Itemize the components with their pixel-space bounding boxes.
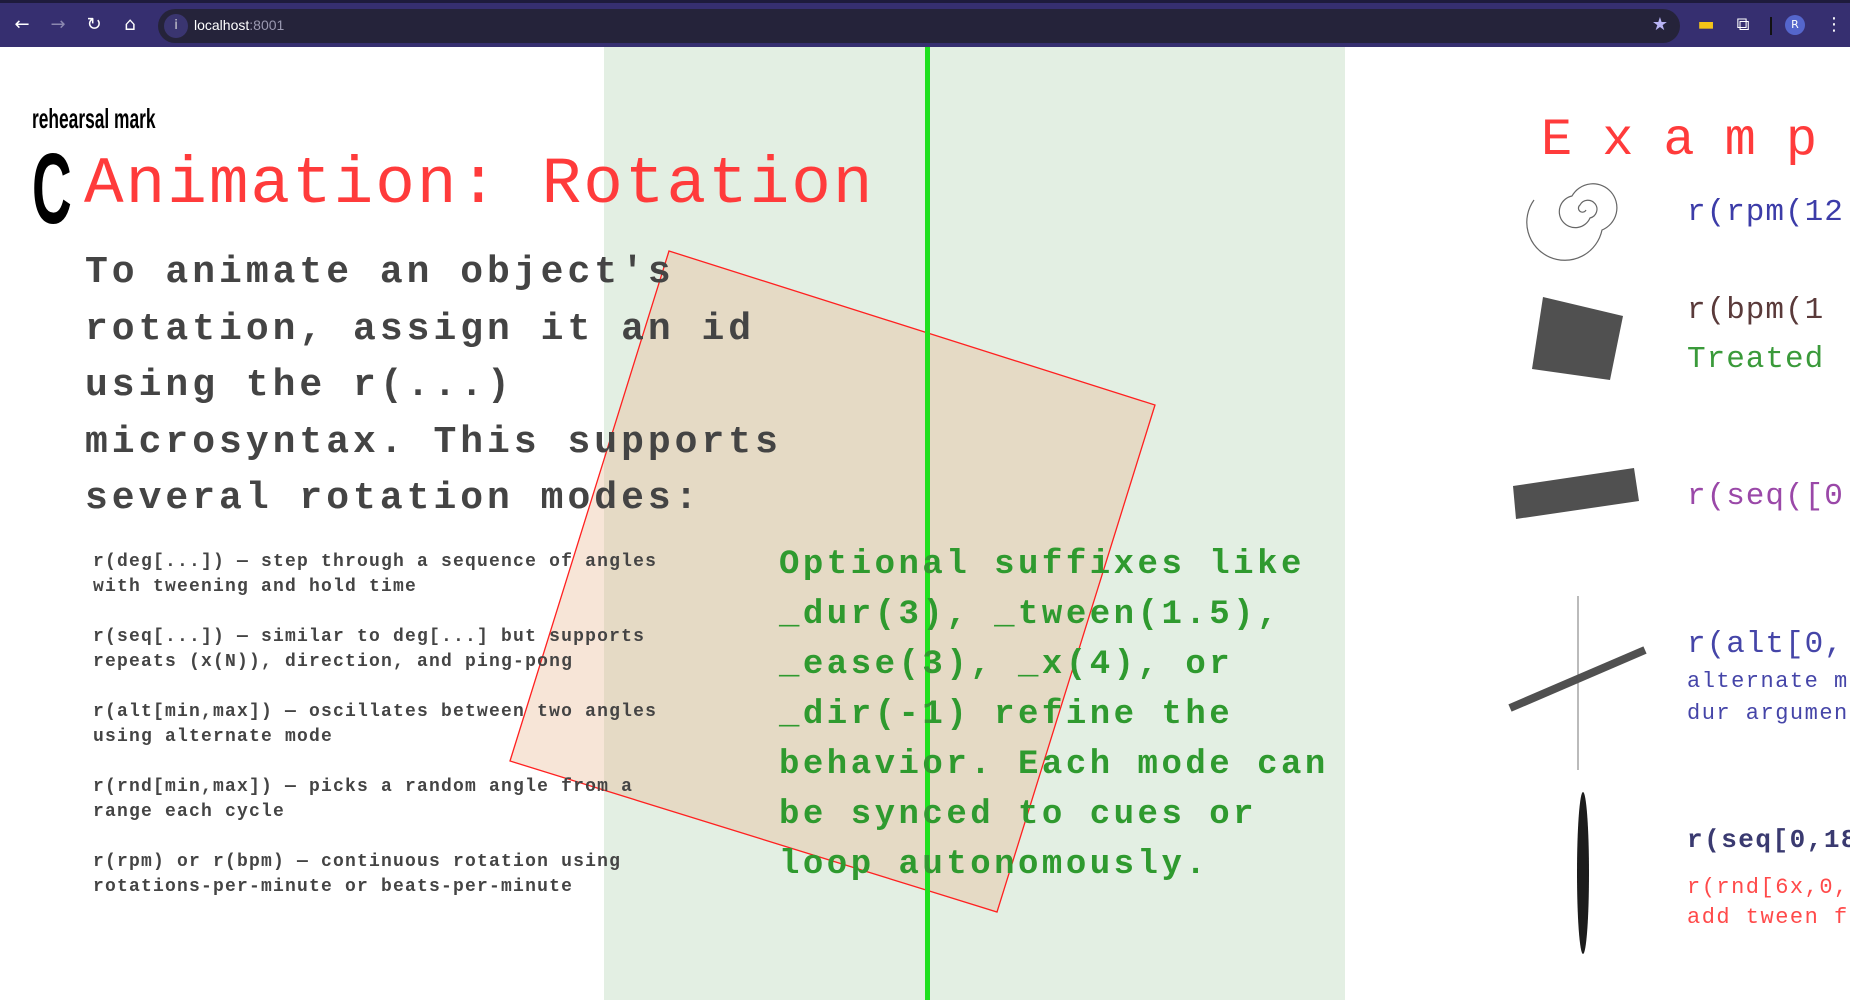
- examples-title: Exampl: [1541, 111, 1850, 170]
- rotating-bar: [1513, 468, 1639, 519]
- example-alt-note: dur argumen: [1687, 701, 1849, 726]
- toolbar-divider: [1770, 17, 1772, 35]
- back-icon[interactable]: ←: [14, 14, 30, 35]
- example-rnd-note: r(rnd[6x,0,: [1687, 875, 1849, 900]
- rehearsal-mark-label: rehearsal mark: [32, 103, 156, 134]
- bookmark-star-icon[interactable]: ★: [1651, 14, 1668, 35]
- rotating-rectangle: [509, 250, 1156, 913]
- example-bpm-note: Treated: [1687, 342, 1825, 377]
- suffix-note: Optional suffixes like _dur(3), _tween(1…: [779, 546, 1329, 884]
- address-bar[interactable]: i localhost:8001 ★: [158, 9, 1680, 43]
- playhead-line[interactable]: [925, 47, 930, 1000]
- extensions-icon[interactable]: ⧉: [1736, 14, 1750, 35]
- url-port: :8001: [249, 17, 285, 33]
- shapes-layer: [509, 183, 1647, 954]
- url-host: localhost: [194, 17, 250, 33]
- site-info-icon[interactable]: i: [164, 14, 188, 38]
- home-icon[interactable]: ⌂: [124, 14, 136, 35]
- example-alt-code: r(alt[0,: [1687, 627, 1844, 662]
- alt-rotating-line: [1508, 646, 1647, 712]
- intro-text: To animate an object's rotation, assign …: [85, 251, 782, 520]
- example-bpm-code: r(bpm(1: [1687, 293, 1825, 328]
- rehearsal-mark-letter: C: [32, 133, 72, 245]
- cast-icon[interactable]: ▬: [1697, 14, 1715, 35]
- mode-item: r(rnd[min,max]) — picks a random angle f…: [93, 777, 634, 822]
- example-rpm-code: r(rpm(12: [1687, 195, 1844, 230]
- modes-list: r(deg[...]) — step through a sequence of…: [93, 550, 693, 925]
- menu-kebab-icon[interactable]: ⋮: [1825, 14, 1843, 35]
- mode-item: r(rpm) or r(bpm) — continuous rotation u…: [93, 852, 622, 897]
- reload-icon[interactable]: ↻: [86, 14, 102, 35]
- example-seq2-code: r(seq[0,18: [1687, 825, 1850, 855]
- rotating-square: [1532, 297, 1623, 380]
- mode-item: r(seq[...]) — similar to deg[...] but su…: [93, 627, 646, 672]
- browser-toolbar: ← → ↻ ⌂ i localhost:8001 ★ ▬ ⧉ R ⋮: [0, 0, 1850, 47]
- profile-avatar[interactable]: R: [1785, 15, 1805, 35]
- example-alt-note: alternate m: [1687, 669, 1849, 694]
- example-seq-code: r(seq([0: [1687, 479, 1844, 514]
- forward-icon[interactable]: →: [50, 14, 66, 35]
- example-rnd-note: add tween f: [1687, 905, 1849, 930]
- page-content: rehearsal mark C Animation: Rotation To …: [0, 47, 1850, 1000]
- mode-item: r(deg[...]) — step through a sequence of…: [93, 552, 658, 597]
- spiral-icon: [1526, 183, 1618, 261]
- stage-band: [604, 47, 1345, 1000]
- rnd-ellipse: [1577, 792, 1589, 954]
- page-title: Animation: Rotation: [84, 147, 875, 222]
- mode-item: r(alt[min,max]) — oscillates between two…: [93, 702, 658, 747]
